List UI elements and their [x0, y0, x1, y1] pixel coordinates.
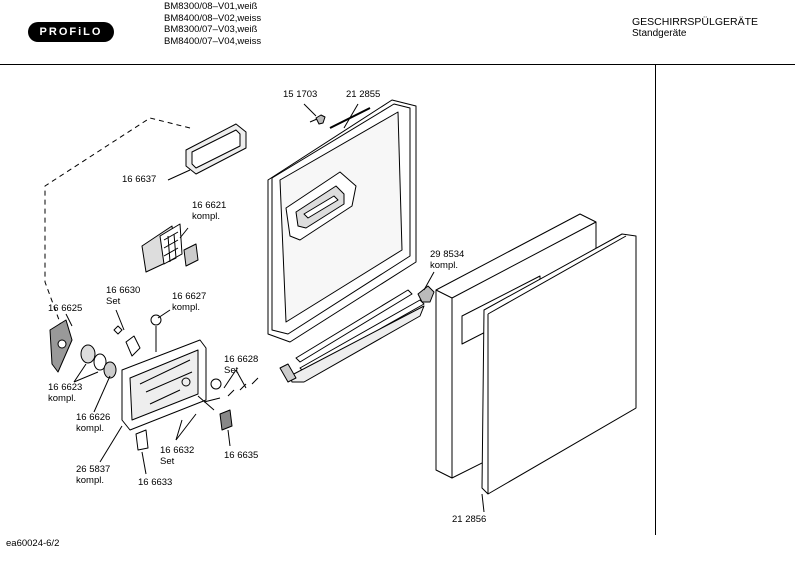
- header-divider: [0, 64, 795, 65]
- valve-icon: [150, 314, 162, 352]
- frame-icon: [185, 123, 247, 175]
- document-id: ea60024-6/2: [6, 538, 60, 549]
- part-label: 16 6635: [224, 450, 259, 461]
- outer-door-panel-icon: [435, 213, 637, 495]
- spring-icon: [113, 325, 141, 357]
- inner-door-panel-icon: [267, 99, 417, 343]
- part-label: 16 6637: [122, 174, 157, 185]
- model-item: BM8400/07–V04,weiss: [164, 35, 262, 47]
- part-label: 16 6625: [48, 303, 83, 314]
- leader-lines: [65, 103, 485, 513]
- bracket-small-icon: [135, 429, 149, 451]
- module-icon: [141, 223, 199, 273]
- clip-icon: [279, 363, 297, 383]
- category-subtitle: Standgeräte: [632, 28, 687, 39]
- control-unit-icon: [121, 339, 207, 431]
- switch-icon: [210, 377, 259, 397]
- part-label: 21 2855: [346, 89, 381, 100]
- handle-cover-icon: [49, 319, 73, 373]
- lever-icon: [197, 395, 221, 411]
- part-label: 21 2856: [452, 514, 487, 525]
- category-title: GESCHIRRSPÜLGERÄTE: [632, 16, 759, 28]
- part-label: 15 1703: [283, 89, 318, 100]
- assembly-dashed-line: [44, 117, 191, 329]
- model-item: BM8300/08–V01,weiß: [164, 1, 258, 12]
- brand-logo: PROFiLO: [28, 22, 114, 42]
- connector-icon: [219, 409, 233, 431]
- model-item: BM8400/08–V02,weiss: [164, 12, 262, 24]
- screw-icon: [309, 114, 326, 125]
- bracket-icon: [417, 285, 435, 303]
- side-divider: [655, 65, 656, 535]
- model-list: BM8300/08–V01,weiß BM8400/08–V02,weiss B…: [164, 1, 261, 47]
- ring-icon: [80, 344, 117, 379]
- part-label: 16 6633: [138, 477, 173, 488]
- model-item: BM8300/07–V03,weiß: [164, 24, 258, 35]
- rail-icon: [289, 289, 425, 383]
